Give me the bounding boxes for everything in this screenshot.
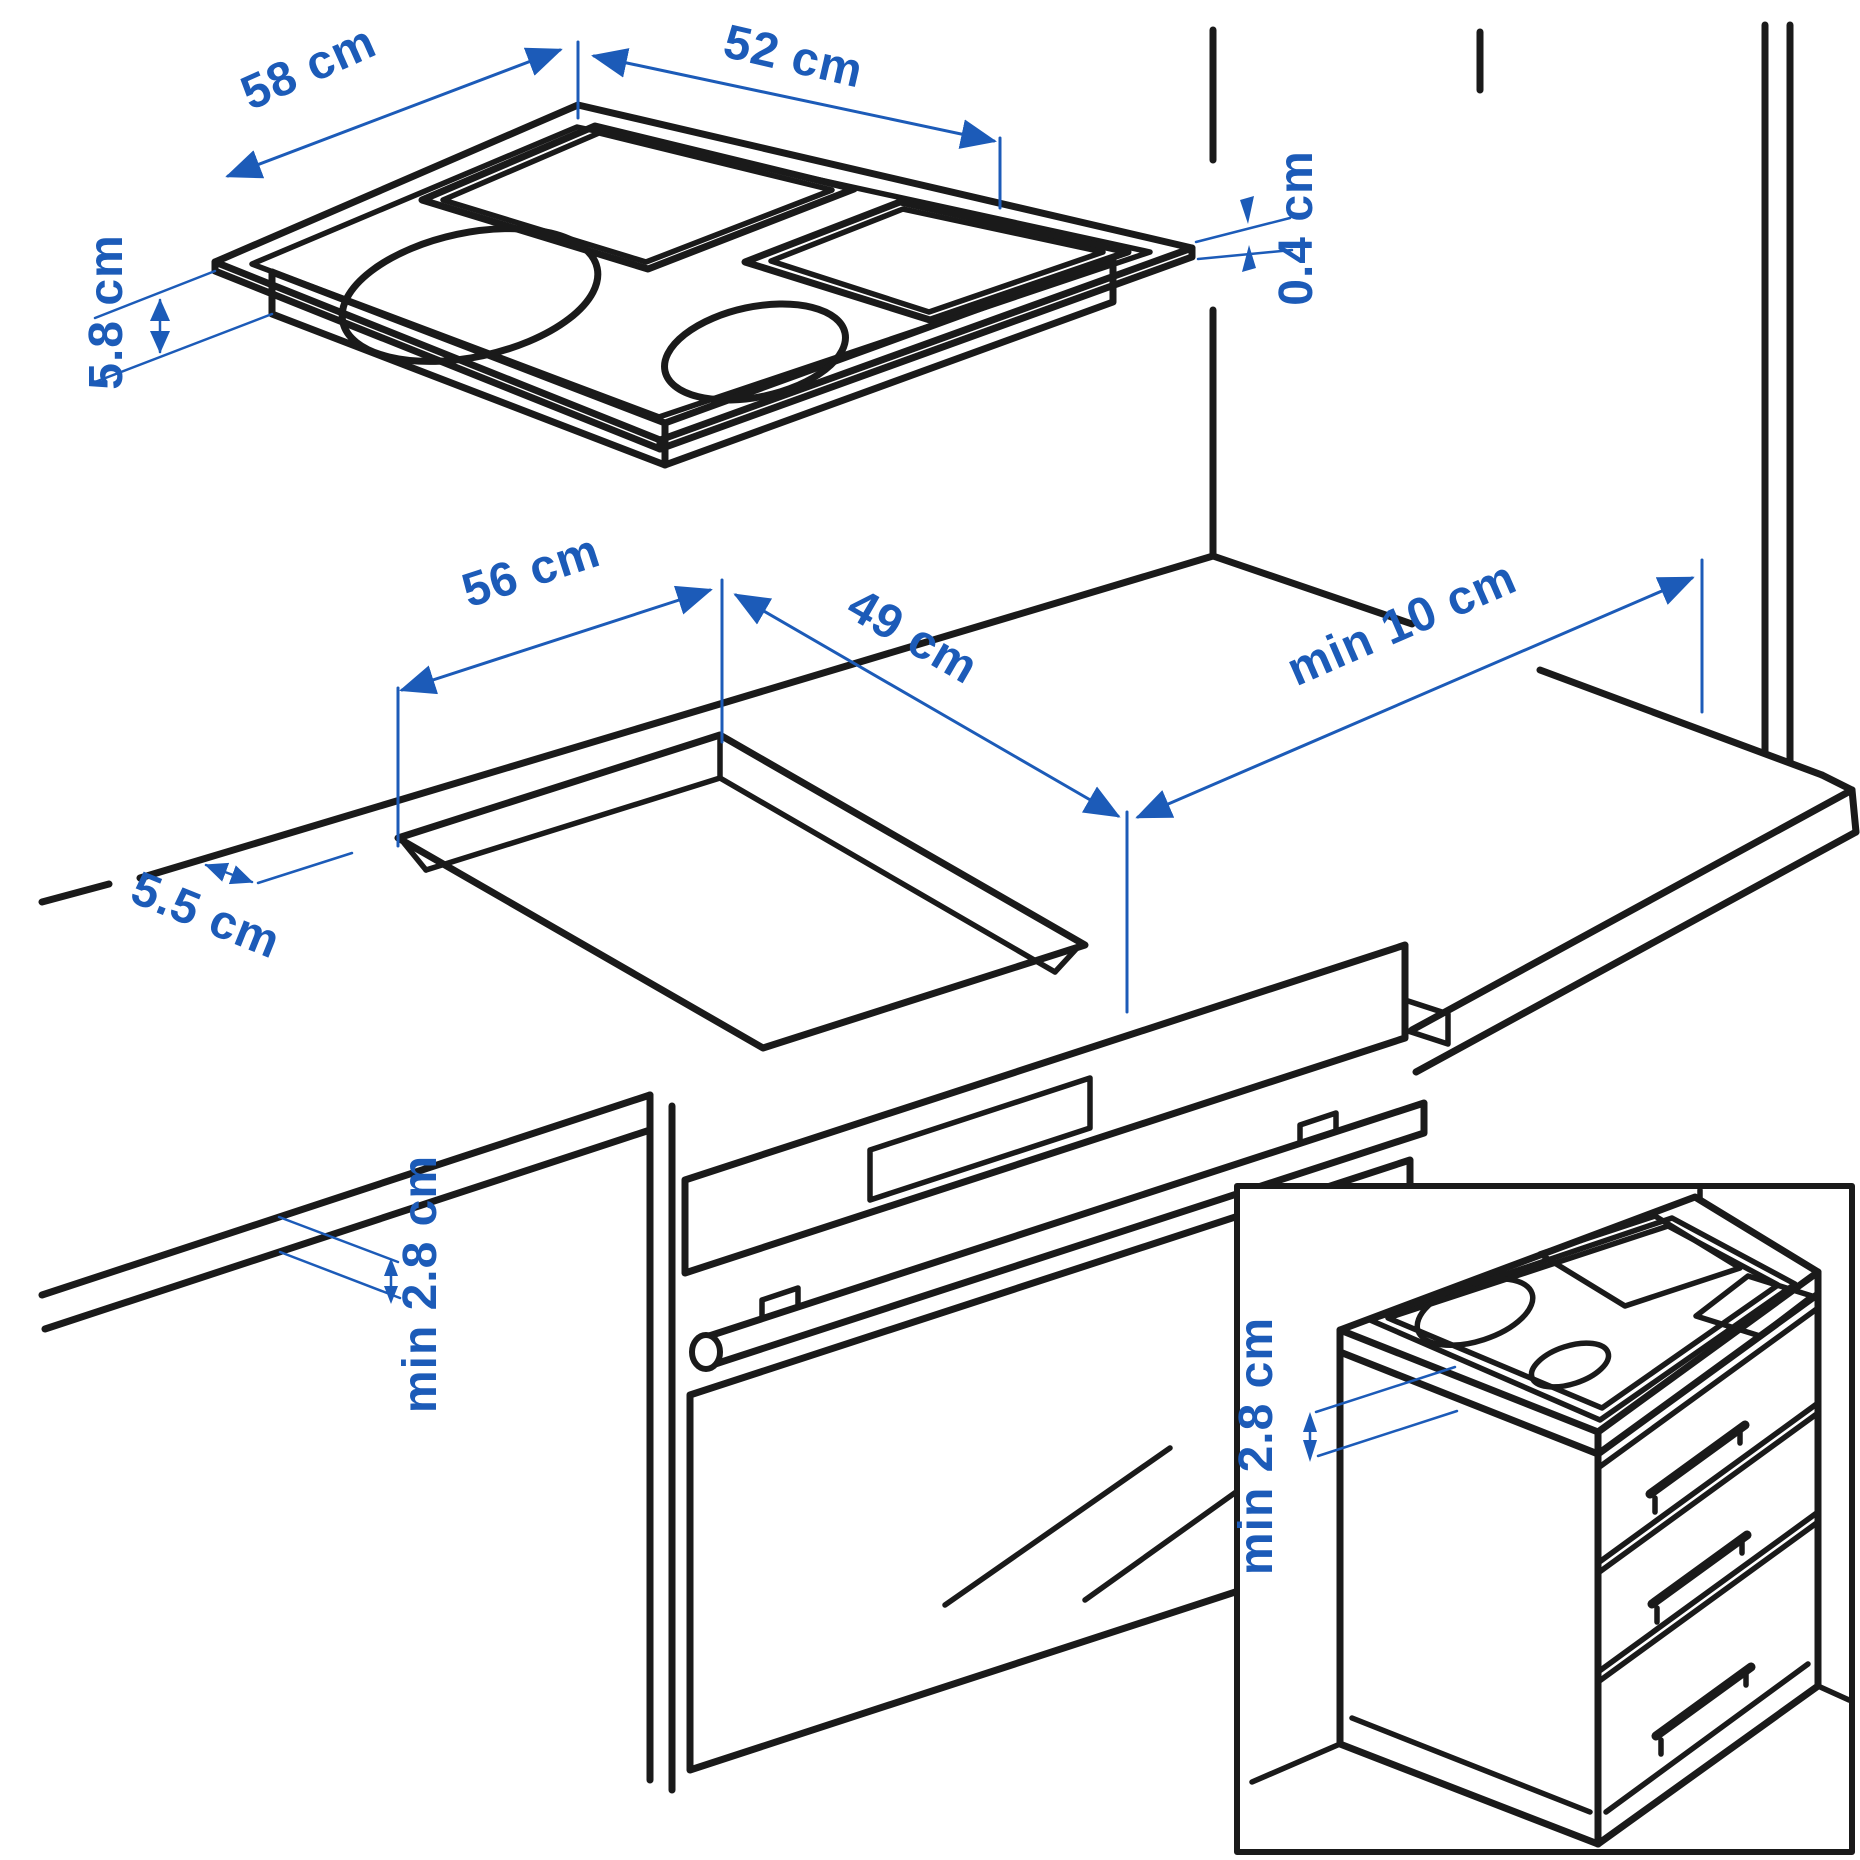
inset-gap-dimension: min 2.8 cm	[1230, 1317, 1459, 1575]
burner-small	[661, 300, 849, 404]
dim-label-front-clearance: 5.5 cm	[124, 862, 288, 969]
wall-lines	[1209, 21, 1794, 766]
dim-label-cooktop-height: 5.8 cm	[80, 234, 133, 389]
dim-label-glass-thickness: 0.4 cm	[1270, 150, 1323, 305]
under-counter-gap-dimension: min 2.8 cm	[277, 1155, 447, 1413]
dim-label-cutout-width: 56 cm	[456, 524, 607, 618]
dim-label-right-clearance: min 10 cm	[1279, 551, 1524, 697]
drawer-handles	[1645, 1420, 1756, 1757]
cooktop-dimensions: 58 cm 52 cm 5.8 cm 0.4 cm	[80, 15, 1323, 390]
cooktop-drawing	[211, 101, 1196, 469]
cutout-dimensions: 56 cm 49 cm min 10 cm 5.5 cm	[124, 524, 1704, 1014]
oven-display	[867, 1075, 1093, 1203]
inset-panel: min 2.8 cm	[1230, 1183, 1855, 1855]
burner-large	[338, 225, 602, 365]
dim-label-cutout-depth: 49 cm	[838, 578, 987, 694]
dim-label-under-counter-gap: min 2.8 cm	[394, 1155, 447, 1413]
dim-label-inset-gap: min 2.8 cm	[1230, 1317, 1283, 1575]
inset-frame	[1234, 1183, 1855, 1855]
countertop-cutout	[394, 731, 1089, 1052]
dim-label-cooktop-width: 58 cm	[233, 15, 383, 121]
oven-drawing	[646, 941, 1451, 1794]
